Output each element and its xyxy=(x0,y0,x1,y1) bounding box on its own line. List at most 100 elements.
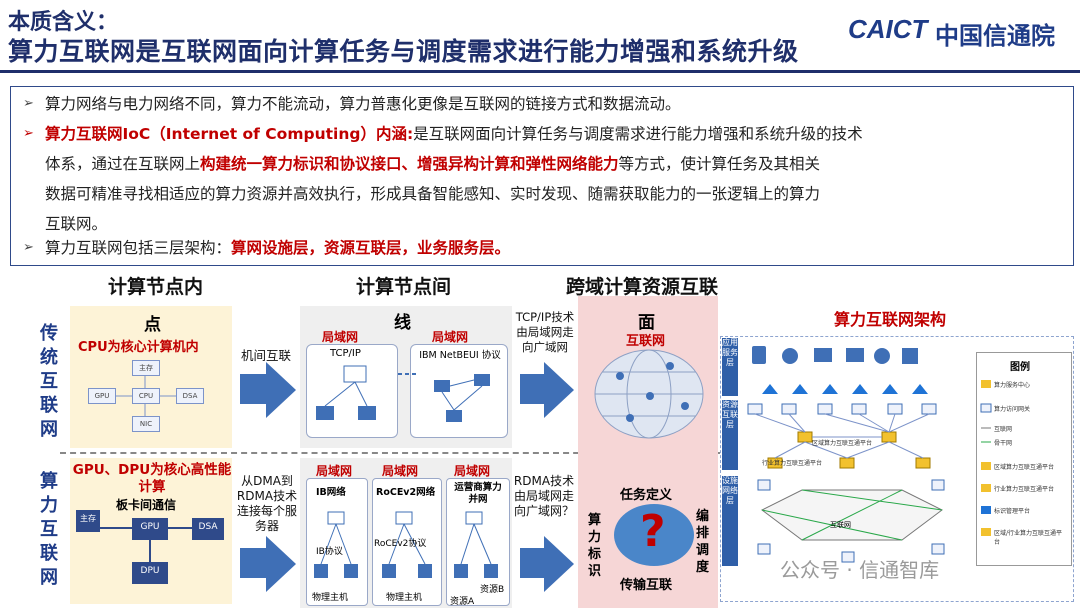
arrow-head-icon xyxy=(266,362,296,418)
question-mark-icon: ? xyxy=(640,506,666,557)
row-label-traditional: 传统互联网 xyxy=(40,323,58,440)
chip-gpu-2: GPU xyxy=(140,522,160,532)
bullet-2-line4: 互联网。 xyxy=(45,215,108,233)
arrow2-label-computing: RDMA技术由局域网走向广域网？ xyxy=(513,474,575,518)
watermark: 公众号 · 信通智库 xyxy=(780,558,940,582)
question-circle xyxy=(614,504,694,566)
legend-item: 区域/行业算力互联互通平台 xyxy=(994,530,1063,546)
lan-label-2: 局域网 xyxy=(432,330,469,344)
net-label-a: IB网络 xyxy=(316,487,346,498)
legend-item: 算力访问网关 xyxy=(994,406,1031,413)
bullet-2-line3: 数据可精准寻找相适应的算力资源并高效执行，形成具备智能感知、实时发现、随需获取能… xyxy=(45,185,821,203)
chip-main-memory: 主存 xyxy=(132,360,160,376)
heading-architecture: 算力互联网架构 xyxy=(834,310,947,329)
resource-label-b: 资源B xyxy=(480,585,505,595)
logo-caict: CAICT xyxy=(848,14,928,44)
bullet-2-line2: 体系，通过在互联网上构建统一算力标识和协议接口、增强异构计算和弹性网络能力等方式… xyxy=(45,149,820,179)
arrow-right-icon xyxy=(520,548,544,578)
row-divider xyxy=(60,452,720,454)
legend-swatches xyxy=(980,380,992,536)
host-label-b: 物理主机 xyxy=(386,593,423,603)
architecture-frame xyxy=(720,336,1074,602)
core-internet-label: 互联网 xyxy=(830,521,851,529)
layer-app: 应用服务层 xyxy=(722,338,738,396)
bullet-3-text: 算力互联网包括三层架构： xyxy=(45,239,232,257)
bullet-2-term: 算力互联网IoC（Internet of Computing）内涵: xyxy=(45,125,414,143)
point-label: 点 xyxy=(144,315,161,335)
bullet-box: ➢ 算力网络与电力网络不同，算力不能流动，算力普惠化更像是互联网的链接方式和数据… xyxy=(10,86,1074,266)
arrow2-label-traditional: TCP/IP技术由局域网走向广域网 xyxy=(515,310,575,354)
row-label-computing: 算力互联网 xyxy=(40,471,58,588)
chip-gpu: GPU xyxy=(88,388,116,404)
lan-box-1 xyxy=(306,344,398,438)
heading-inter-node: 计算节点间 xyxy=(356,276,452,298)
bullet-2-l2b: 等方式，使计算任务及其相关 xyxy=(618,155,821,173)
legend-item: 区域算力互联互通平台 xyxy=(994,464,1055,471)
proto-label-a: IB协议 xyxy=(316,547,343,557)
architecture-diagram xyxy=(747,346,945,563)
transport-label: 传输互联 xyxy=(620,578,673,593)
chip-cpu: CPU xyxy=(132,388,160,404)
legend-item: 标识管理平台 xyxy=(994,508,1031,515)
bullet-3-red: 算网设施层，资源互联层，业务服务层。 xyxy=(231,239,511,257)
chip-main-memory-2: 主存 xyxy=(80,514,96,523)
chip-nic: NIC xyxy=(132,416,160,432)
arrow-head-icon xyxy=(544,362,574,418)
layer-resource: 资源互联层 xyxy=(722,400,738,470)
proto-label-b: RoCEv2协议 xyxy=(374,539,427,549)
legend-item: 互联网 xyxy=(994,426,1013,433)
lan-label-1: 局域网 xyxy=(322,330,359,344)
bullet-arrow-icon: ➢ xyxy=(23,240,34,255)
bullet-2-l2a: 体系，通过在互联网上 xyxy=(45,155,201,173)
page-title: 算力互联网是互联网面向计算任务与调度需求进行能力增强和系统升级 xyxy=(8,37,799,66)
lan-label-b: 局域网 xyxy=(382,464,419,478)
plane-label: 面 xyxy=(638,313,655,333)
board-comm-label: 板卡间通信 xyxy=(116,498,177,512)
industry-platform-label: 行业算力互联互通平台 xyxy=(762,460,823,467)
net-label-c: 运营商算力并网 xyxy=(454,482,502,505)
bullet-2-l2red: 构建统一算力标识和协议接口、增强异构计算和弹性网络能力 xyxy=(200,155,619,173)
lan-label-c: 局域网 xyxy=(454,464,491,478)
legend-box xyxy=(976,352,1072,566)
legend-item: 行业算力互联互通平台 xyxy=(994,486,1055,493)
chip-dsa: DSA xyxy=(176,388,204,404)
gpu-board-diagram xyxy=(76,510,224,584)
arrow-right-icon xyxy=(520,374,544,404)
ibm-label: IBM NetBEUI 协议 xyxy=(419,350,501,361)
arrow-head-icon xyxy=(266,536,296,592)
legend-title: 图例 xyxy=(1010,362,1030,373)
arrow-head-icon xyxy=(544,536,574,592)
resource-label-a: 资源A xyxy=(450,597,475,607)
region-platform-label: 区域算力互联互通平台 xyxy=(812,440,873,447)
lan-label-a: 局域网 xyxy=(316,464,353,478)
layer-facility: 设施网络层 xyxy=(722,476,738,566)
heading-intra-node: 计算节点内 xyxy=(108,276,204,298)
internet-label: 互联网 xyxy=(626,334,666,349)
orchestration-label: 编排调度 xyxy=(696,509,710,575)
tcpip-label: TCP/IP xyxy=(330,348,361,359)
net-label-b: RoCEv2网络 xyxy=(376,487,436,498)
bullet-2-text: 是互联网面向计算任务与调度需求进行能力增强和系统升级的技术 xyxy=(413,125,863,143)
task-definition-label: 任务定义 xyxy=(620,488,673,503)
header-divider xyxy=(0,70,1080,73)
host-label-a: 物理主机 xyxy=(312,593,349,603)
bullet-3: 算力互联网包括三层架构：算网设施层，资源互联层，业务服务层。 xyxy=(45,233,510,263)
bullet-arrow-icon: ➢ xyxy=(23,126,34,141)
bullet-1: 算力网络与电力网络不同，算力不能流动，算力普惠化更像是互联网的链接方式和数据流动… xyxy=(45,95,681,113)
arrow-right-icon xyxy=(240,548,266,578)
globe-network-icon xyxy=(594,349,704,439)
arrow-right-icon xyxy=(240,374,266,404)
lan-diagram-icon xyxy=(316,365,490,422)
legend-item: 算力服务中心 xyxy=(994,382,1031,389)
compute-id-label: 算力标识 xyxy=(588,513,602,579)
page-subtitle: 本质含义： xyxy=(8,10,119,35)
net-box-c xyxy=(446,478,510,606)
net-box-a xyxy=(306,478,368,606)
bullet-arrow-icon: ➢ xyxy=(23,96,34,111)
heading-cross-domain: 跨域计算资源互联 xyxy=(566,276,719,298)
cpu-core-label: CPU为核心计算机内 xyxy=(78,340,199,355)
chip-dsa-2: DSA xyxy=(198,522,218,532)
lan-box-2 xyxy=(410,344,508,438)
gpu-core-label: GPU、DPU为核心高性能计算 xyxy=(72,462,232,495)
arrow1-label-traditional: 机间互联 xyxy=(240,348,291,363)
